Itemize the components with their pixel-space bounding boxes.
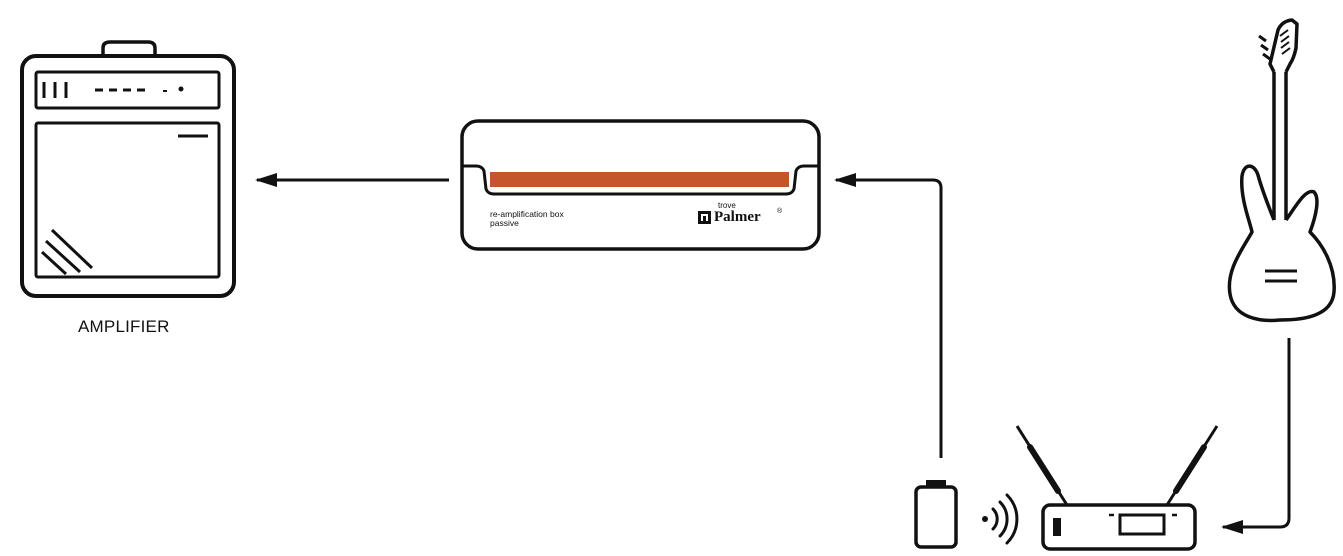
electric-guitar-icon — [1227, 18, 1336, 323]
bodypack-transmitter-icon — [914, 480, 958, 549]
reamp-box-description-line2: passive — [490, 218, 519, 228]
reamp-box-series-label: trove — [718, 201, 736, 210]
wireless-receiver-icon — [1015, 425, 1219, 551]
wireless-signal-icon — [982, 493, 1019, 545]
cable-transmitter-to-box — [834, 173, 943, 458]
amplifier-label: AMPLIFIER — [78, 317, 170, 336]
reamp-box-registered-mark: ® — [777, 208, 783, 215]
amplifier-icon — [20, 40, 236, 298]
reamp-box-icon — [460, 119, 821, 251]
reamp-box-accent-stripe — [490, 172, 789, 187]
palmer-logo-icon — [698, 211, 711, 224]
reamp-box-brand-label: Palmer — [714, 209, 761, 225]
reamp-box-description-line1: re-amplification box — [490, 209, 564, 219]
cable-guitar-to-receiver — [1221, 338, 1291, 534]
